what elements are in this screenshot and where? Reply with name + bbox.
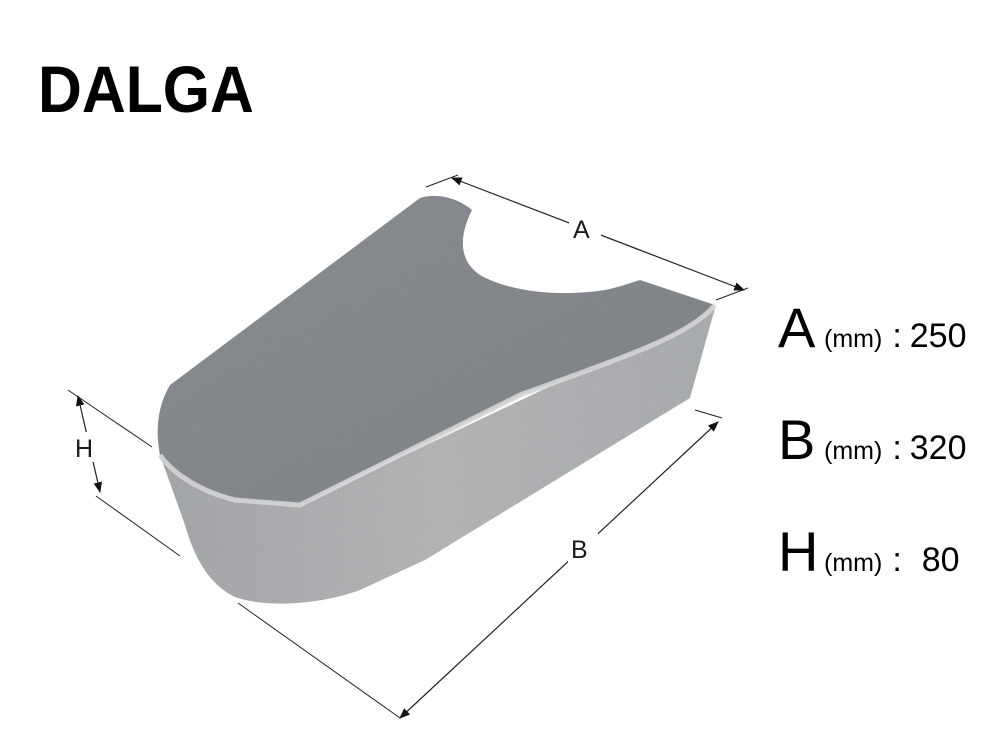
spec-a-value: 250	[909, 317, 967, 355]
dimension-h-extension-bottom	[95, 495, 181, 557]
spec-b-unit: (mm)	[824, 437, 883, 465]
dimension-b-label: B	[571, 536, 588, 564]
spec-b-value: 320	[909, 429, 967, 467]
dimension-a-extension-left	[425, 174, 459, 188]
product-title: DALGA	[38, 52, 254, 126]
paver-top-face	[157, 195, 715, 505]
spec-row-a: A (mm) : 250	[778, 300, 993, 412]
paver-edge-highlight	[157, 303, 717, 508]
spec-b-letter: B	[778, 408, 816, 471]
dimension-h-label: H	[75, 435, 93, 463]
spec-b-separator: :	[892, 429, 902, 467]
dimension-b-line	[399, 421, 719, 719]
dimension-b-extension-bottom	[237, 602, 401, 719]
spec-row-h: H (mm) : 80	[778, 524, 993, 636]
spec-a-separator: :	[892, 317, 902, 355]
spec-a-unit: (mm)	[824, 325, 883, 353]
spec-list: A (mm) : 250 B (mm) : 320 H (mm) : 80	[778, 300, 993, 636]
dimension-a-label: A	[573, 216, 590, 244]
spec-h-separator: :	[892, 541, 902, 579]
spec-row-b: B (mm) : 320	[778, 412, 993, 524]
spec-a-letter: A	[778, 296, 816, 359]
spec-h-letter: H	[778, 520, 819, 583]
dimension-b-extension-top	[694, 409, 723, 419]
spec-h-value: 80	[921, 541, 960, 579]
spec-h-unit: (mm)	[824, 549, 883, 577]
